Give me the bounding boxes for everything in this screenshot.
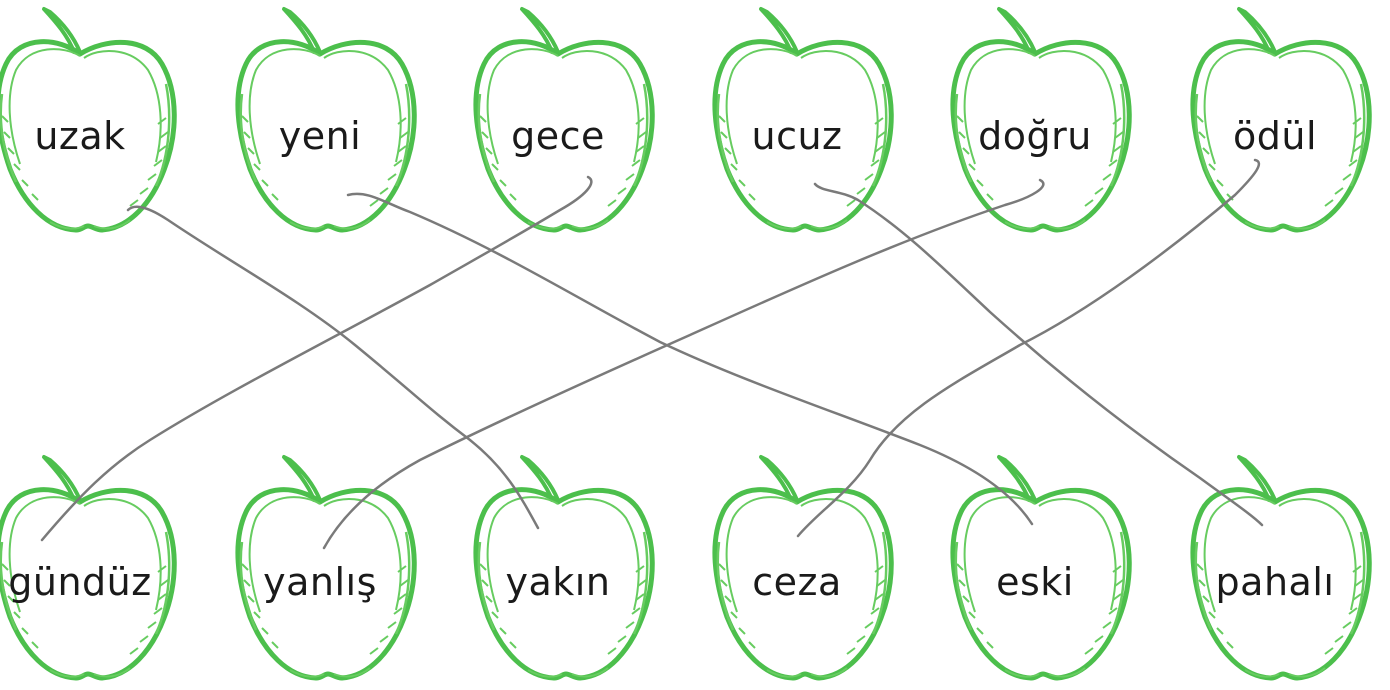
apple-card[interactable]: pahalı <box>1175 452 1375 690</box>
connector-line <box>813 182 1264 527</box>
apple-card[interactable]: ceza <box>697 452 897 690</box>
apple-card[interactable]: yeni <box>220 4 420 242</box>
top-word: uzak <box>34 114 126 158</box>
top-word: ödül <box>1232 114 1317 158</box>
apple-card[interactable]: ucuz <box>697 4 897 242</box>
connector-line <box>796 158 1261 538</box>
bottom-word: eski <box>996 560 1074 604</box>
top-word: gece <box>511 114 605 158</box>
apple-card[interactable]: gece <box>458 4 658 242</box>
bottom-word: yanlış <box>263 560 377 604</box>
connector-line <box>40 175 593 542</box>
apple-card[interactable]: gündüz <box>0 452 180 690</box>
top-word: doğru <box>978 114 1092 158</box>
matching-worksheet: uzak yeni gece ucuz doğru ödül gündüz ya… <box>0 0 1390 673</box>
bottom-word: yakın <box>505 560 611 604</box>
apple-card[interactable]: yanlış <box>220 452 420 690</box>
bottom-word: pahalı <box>1215 560 1335 604</box>
bottom-word: ceza <box>752 560 842 604</box>
apple-card[interactable]: uzak <box>0 4 180 242</box>
apple-card[interactable]: ödül <box>1175 4 1375 242</box>
apple-card[interactable]: eski <box>935 452 1135 690</box>
apple-card[interactable]: doğru <box>935 4 1135 242</box>
connector-line <box>322 178 1045 550</box>
connector-line <box>346 192 1034 526</box>
top-word: ucuz <box>751 114 843 158</box>
bottom-word: gündüz <box>8 560 152 604</box>
top-word: yeni <box>278 114 362 158</box>
connector-line <box>126 205 540 530</box>
apple-card[interactable]: yakın <box>458 452 658 690</box>
connector-lines <box>40 158 1264 550</box>
